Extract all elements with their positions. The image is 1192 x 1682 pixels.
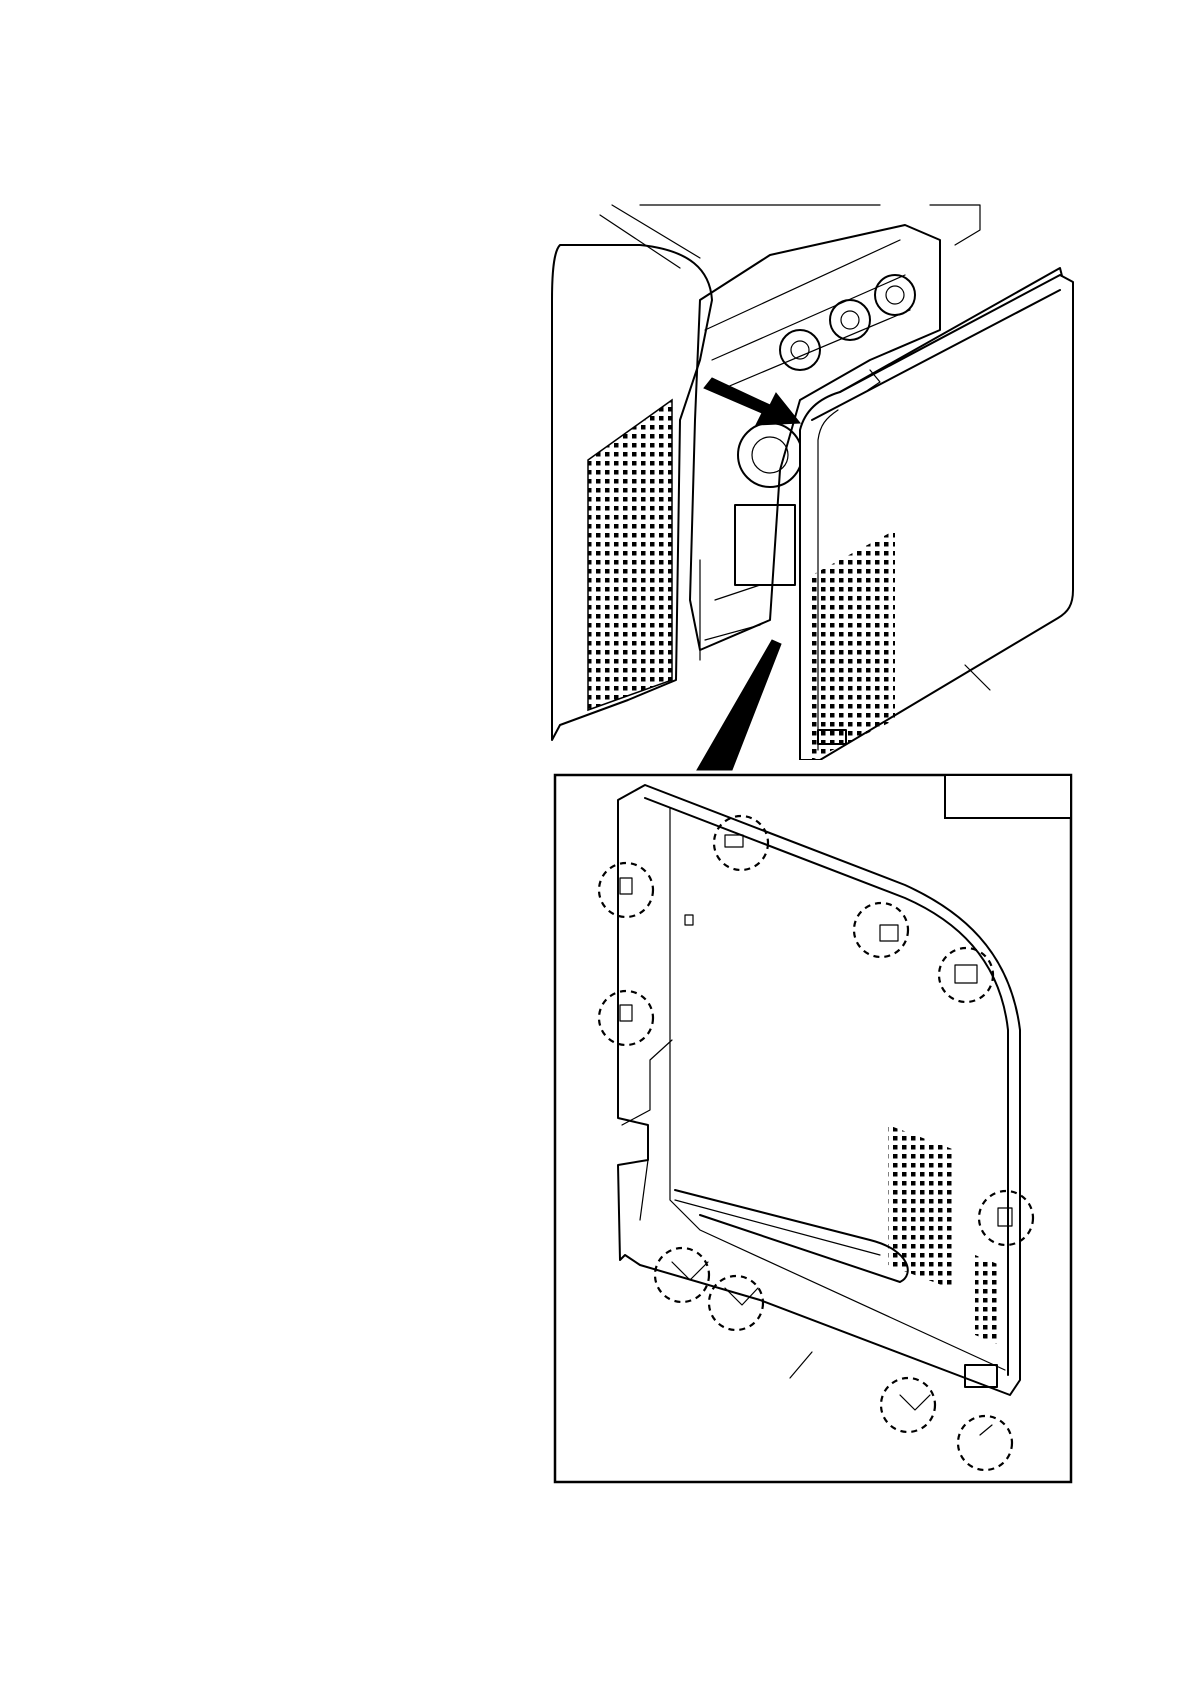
removal-arrow-icon (704, 378, 800, 425)
zoom-callout (697, 640, 781, 770)
detail-tab (945, 775, 1071, 818)
printer-illustration (552, 205, 1073, 760)
detail-view (555, 775, 1071, 1482)
right-side-cover (800, 268, 1073, 760)
inner-vent-grille-upper (888, 1125, 955, 1290)
inner-vent-grille-lower (975, 1255, 1000, 1345)
